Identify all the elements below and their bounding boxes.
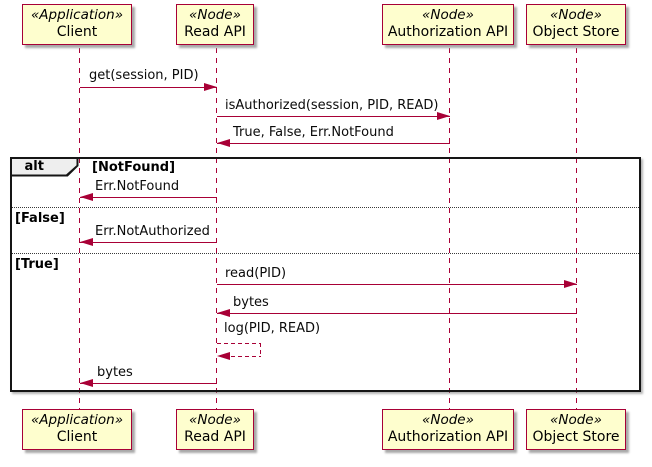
- message-label-bytes-client: bytes: [97, 365, 133, 380]
- participant-stereotype: «Node»: [550, 412, 602, 429]
- arrowhead-left-icon: [217, 139, 230, 147]
- message-label-get: get(session, PID): [89, 68, 199, 83]
- alt-operator-tab: alt: [11, 158, 79, 177]
- participant-auth-api-bottom: «Node» Authorization API: [382, 409, 514, 450]
- participant-name: Authorization API: [387, 429, 509, 446]
- guard-false: [False]: [15, 211, 65, 226]
- alt-divider: [12, 253, 639, 254]
- participant-client-bottom: «Application» Client: [22, 409, 132, 450]
- message-label-log: log(PID, READ): [224, 321, 321, 336]
- participant-name: Authorization API: [387, 24, 509, 41]
- arrowhead-left-icon: [80, 379, 93, 387]
- participant-stereotype: «Node»: [422, 7, 474, 24]
- participant-stereotype: «Node»: [550, 7, 602, 24]
- message-label-err-notauthorized: Err.NotAuthorized: [95, 224, 210, 239]
- message-label-bytes-store: bytes: [233, 295, 269, 310]
- participant-name: Client: [56, 24, 98, 41]
- participant-stereotype: «Application»: [30, 7, 124, 24]
- arrowhead-right-icon: [204, 83, 217, 91]
- message-arrow-get: [80, 87, 217, 88]
- participant-read-api-top: «Node» Read API: [176, 4, 254, 45]
- participant-stereotype: «Application»: [30, 412, 124, 429]
- self-message-right-line: [260, 343, 261, 356]
- participant-name: Object Store: [532, 429, 620, 446]
- participant-client-top: «Application» Client: [22, 4, 132, 45]
- message-arrow-read: [217, 284, 577, 285]
- arrowhead-left-icon: [80, 238, 93, 246]
- participant-read-api-bottom: «Node» Read API: [176, 409, 254, 450]
- alt-operator-label: alt: [24, 159, 44, 174]
- message-arrow-auth-result: [217, 143, 450, 144]
- participant-auth-api-top: «Node» Authorization API: [382, 4, 514, 45]
- alt-divider: [12, 207, 639, 208]
- participant-name: Object Store: [532, 24, 620, 41]
- lifeline-read-api: [216, 48, 217, 410]
- arrowhead-right-icon: [437, 112, 450, 120]
- arrowhead-left-icon: [217, 352, 230, 360]
- participant-name: Read API: [184, 429, 246, 446]
- message-arrow-bytes-client: [80, 383, 217, 384]
- message-arrow-bytes-store: [217, 313, 577, 314]
- participant-stereotype: «Node»: [189, 7, 241, 24]
- message-label-auth-result: True, False, Err.NotFound: [233, 125, 394, 140]
- participant-name: Read API: [184, 24, 246, 41]
- message-arrow-isauthorized: [217, 116, 450, 117]
- self-message-top-line: [217, 343, 261, 344]
- participant-object-store-top: «Node» Object Store: [526, 4, 626, 45]
- alt-fragment-frame: alt [NotFound] [False] [True]: [10, 157, 641, 392]
- message-label-read: read(PID): [225, 266, 287, 281]
- arrowhead-left-icon: [217, 309, 230, 317]
- participant-object-store-bottom: «Node» Object Store: [526, 409, 626, 450]
- message-arrow-err-notfound: [80, 197, 217, 198]
- self-message-bottom-line: [224, 356, 261, 357]
- participant-stereotype: «Node»: [422, 412, 474, 429]
- participant-name: Client: [56, 429, 98, 446]
- lifeline-object-store: [576, 48, 577, 410]
- message-label-isauthorized: isAuthorized(session, PID, READ): [225, 98, 439, 113]
- guard-notfound: [NotFound]: [92, 160, 176, 175]
- message-arrow-err-notauthorized: [80, 242, 217, 243]
- lifeline-client: [79, 48, 80, 410]
- arrowhead-right-icon: [564, 280, 577, 288]
- arrowhead-left-icon: [80, 193, 93, 201]
- guard-true: [True]: [15, 257, 59, 272]
- lifeline-auth-api: [449, 48, 450, 410]
- participant-stereotype: «Node»: [189, 412, 241, 429]
- message-label-err-notfound: Err.NotFound: [95, 179, 180, 194]
